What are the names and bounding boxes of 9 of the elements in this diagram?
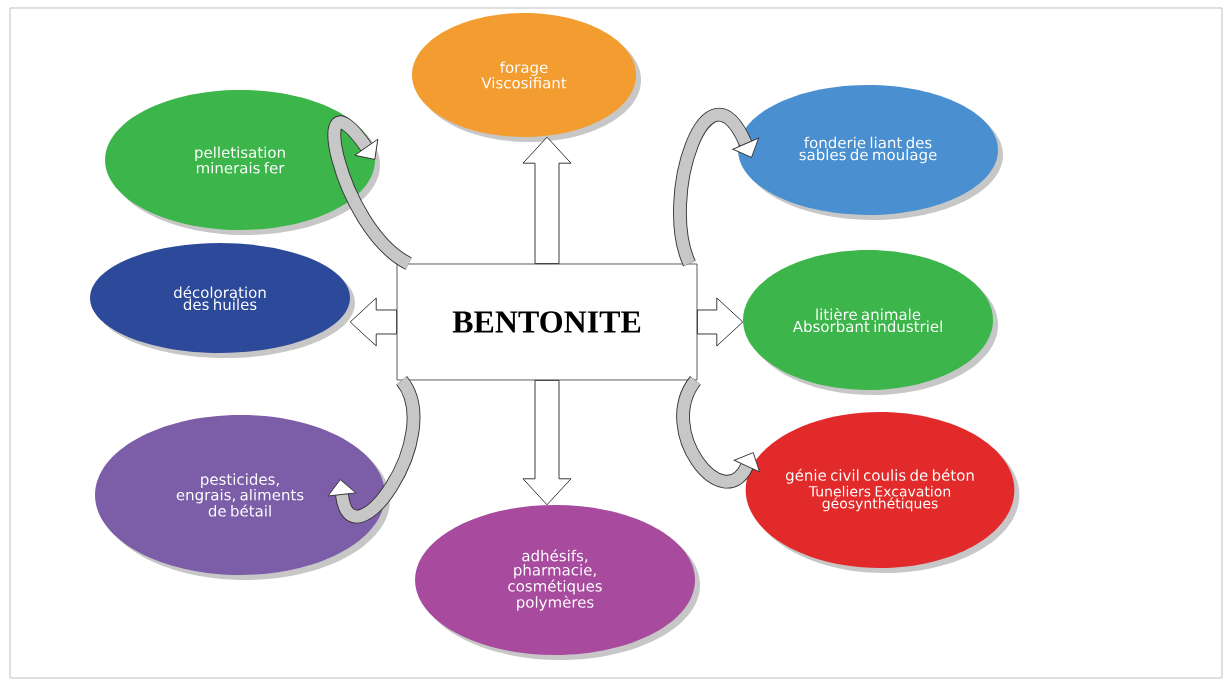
arrow — [327, 116, 413, 270]
center-box: BENTONITE — [396, 263, 698, 381]
arrow — [676, 376, 761, 489]
arrow — [696, 297, 744, 347]
arrow — [522, 379, 572, 506]
arrow — [673, 108, 760, 266]
arrow — [349, 297, 398, 347]
arrow — [522, 136, 572, 265]
arrow — [327, 377, 421, 523]
